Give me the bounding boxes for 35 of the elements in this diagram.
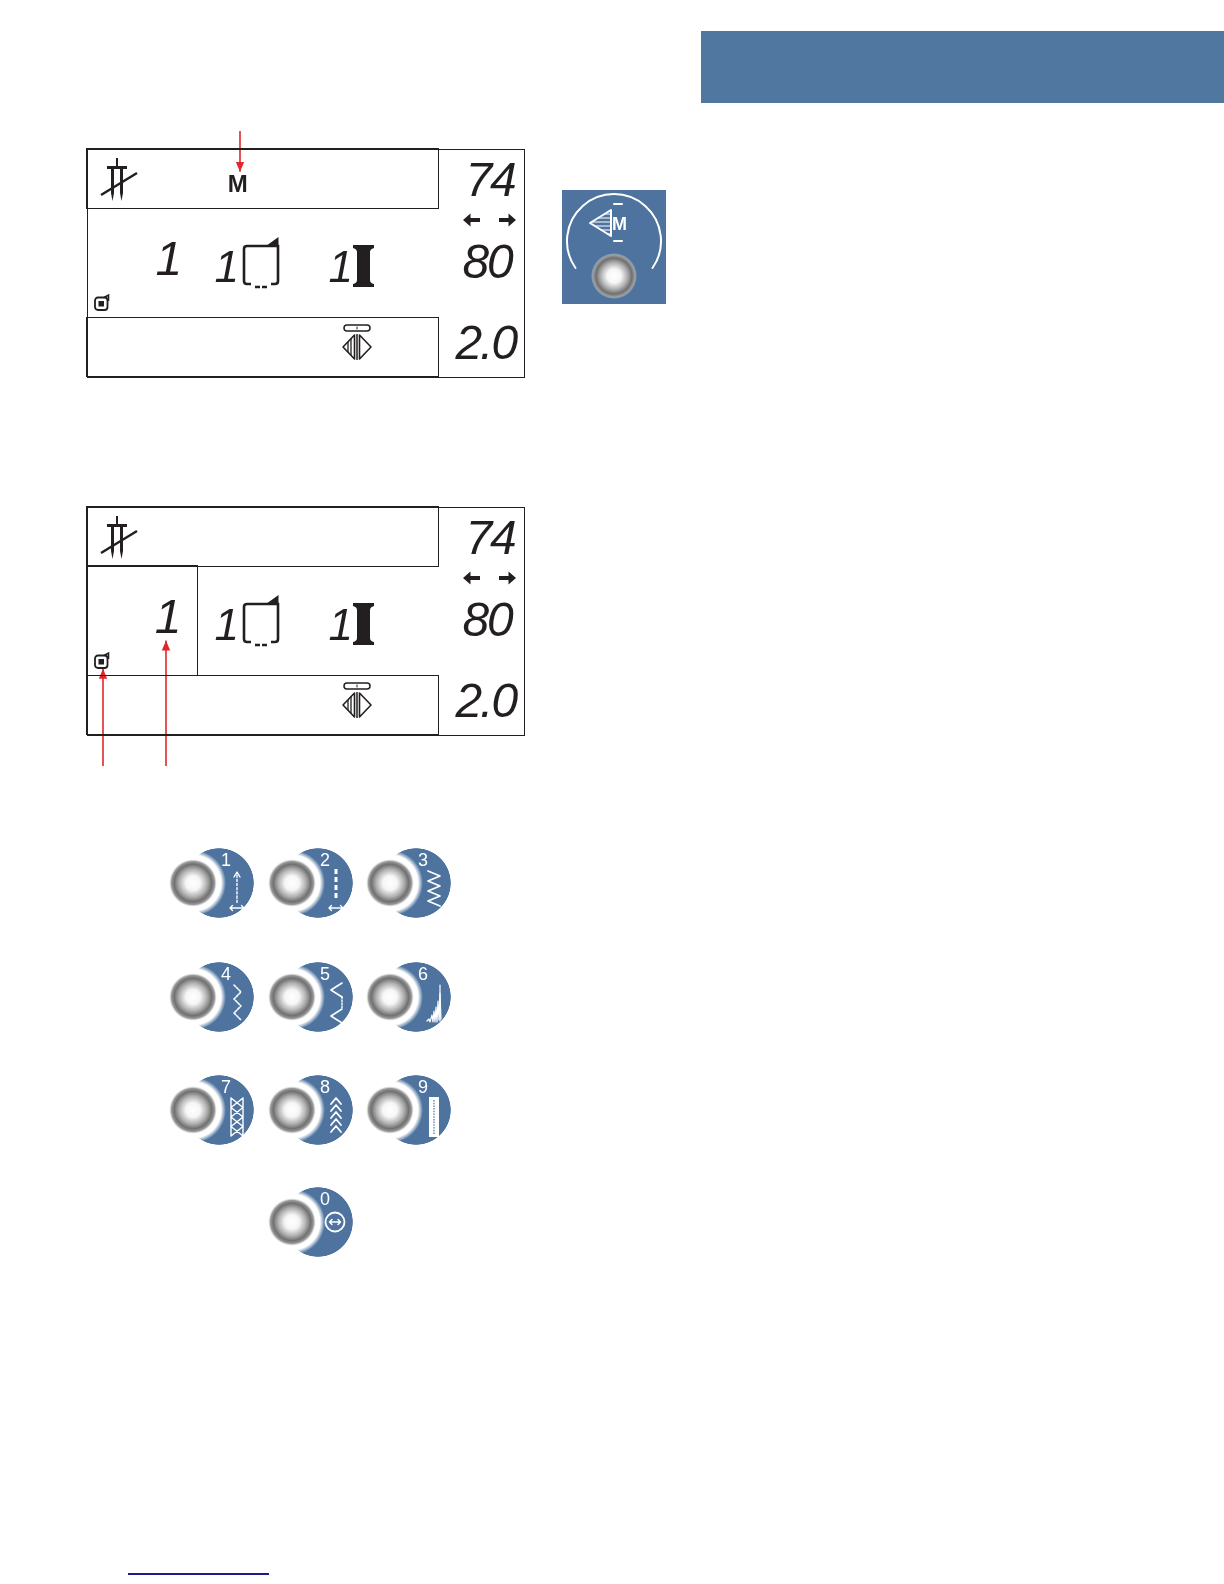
lcd-number: 1	[214, 244, 237, 289]
lcd-digit: 1	[155, 235, 181, 284]
display-panel	[86, 675, 440, 736]
arrow	[235, 130, 245, 173]
lcd-number: 80	[462, 238, 512, 287]
lcd-number: 74	[465, 156, 515, 205]
lcd-display	[87, 149, 525, 378]
button-number: 0	[320, 1189, 330, 1208]
lcd-number: 80	[462, 596, 512, 645]
lcd-letter: M	[227, 171, 248, 196]
lcd-display	[87, 507, 525, 736]
button-letter: M	[612, 214, 627, 233]
arrow	[98, 668, 108, 767]
button-number: 6	[418, 964, 428, 983]
display-panel	[86, 506, 440, 568]
lcd-number: 1	[214, 602, 237, 647]
button-number: 3	[418, 850, 428, 869]
function-button	[562, 190, 666, 304]
lcd-digit: 1	[154, 592, 180, 641]
button-number: 8	[320, 1077, 330, 1096]
lcd-number: 1	[328, 244, 351, 289]
button-number: 1	[221, 850, 231, 869]
button-number: 4	[221, 964, 231, 983]
arrow	[161, 639, 171, 767]
display-panel	[86, 565, 199, 677]
button-number: 9	[418, 1077, 428, 1096]
lcd-number: 74	[465, 514, 515, 563]
lcd-number: 1	[328, 602, 351, 647]
display-panel	[86, 148, 440, 210]
lcd-number: 2.0	[455, 677, 517, 726]
display-panel	[86, 317, 440, 378]
button-number: 2	[320, 850, 330, 869]
button-number: 7	[221, 1077, 231, 1096]
button-number: 5	[320, 964, 330, 983]
lcd-number: 2.0	[455, 319, 517, 368]
